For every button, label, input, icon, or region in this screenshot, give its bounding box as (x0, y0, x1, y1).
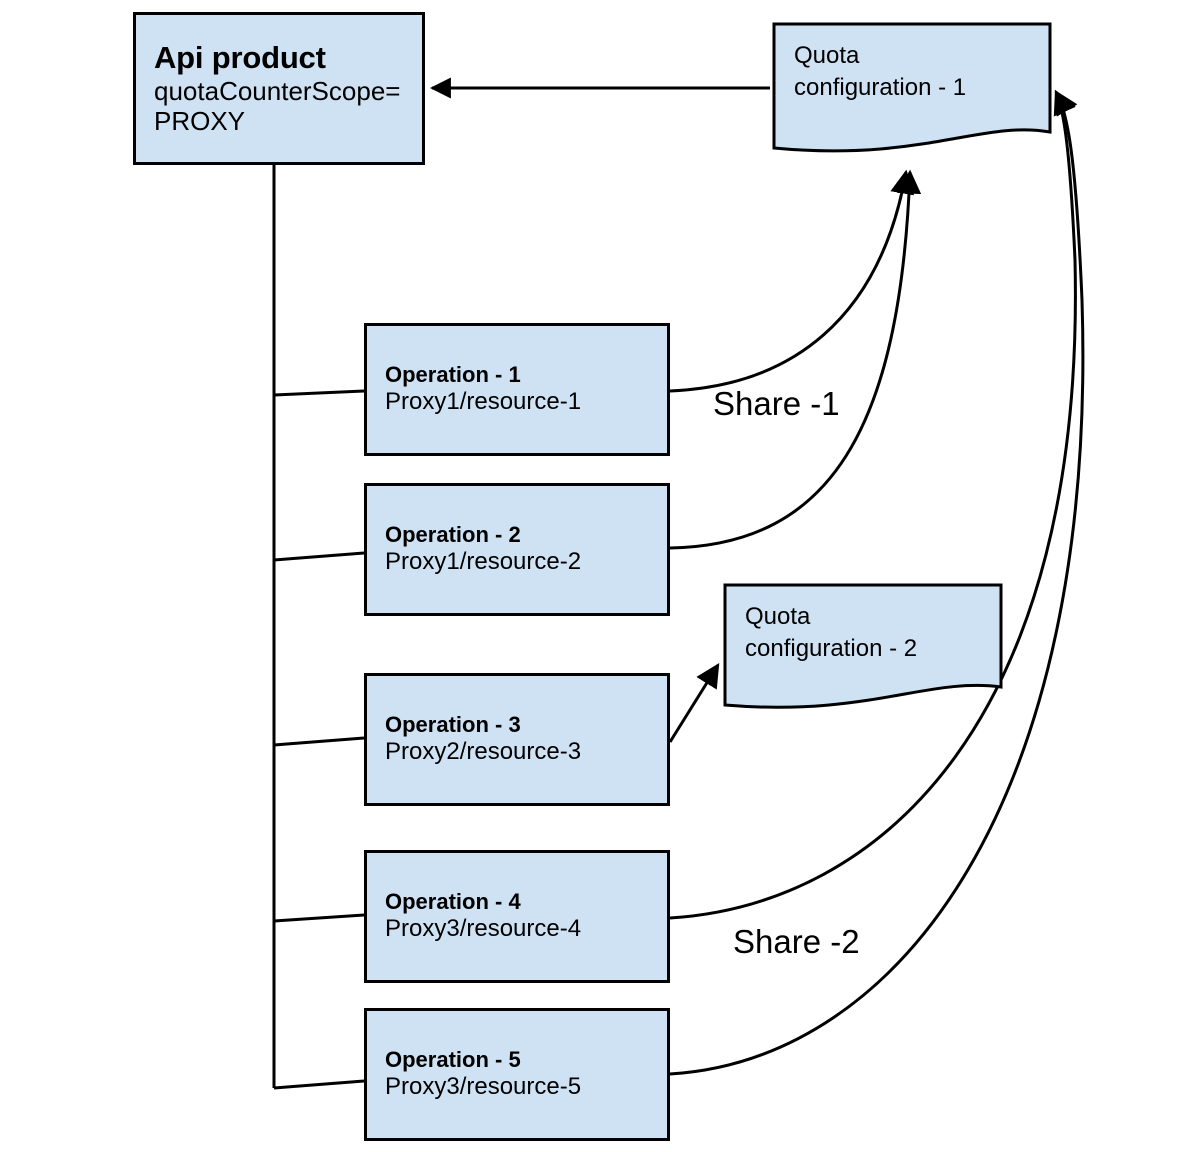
operation-4-title: Operation - 4 (385, 888, 521, 914)
operation-4-path: Proxy3/resource-4 (385, 915, 582, 943)
edge-operation-3-to-quota2 (668, 662, 720, 743)
edge-operation-5-to-quota1 (669, 89, 1085, 1076)
edge-label-share-2: Share -2 (733, 923, 860, 960)
branch-operation-1 (273, 389, 365, 397)
document-shape-icon (723, 583, 1003, 709)
node-quota-configuration-1[interactable]: Quota configuration - 1 (772, 22, 1052, 156)
operation-5-path: Proxy3/resource-5 (385, 1073, 582, 1101)
edge-label-share-1: Share -1 (713, 385, 840, 422)
api-product-scope-line-2: PROXY (154, 105, 246, 136)
quota-config-2-line-1: Quota (745, 603, 811, 630)
branch-operation-5 (273, 1079, 365, 1090)
operation-5-title: Operation - 5 (385, 1046, 521, 1072)
node-operation-1[interactable]: Operation - 1 Proxy1/resource-1 (364, 323, 670, 456)
edge-operation-2-to-quota1 (669, 169, 922, 550)
node-operation-5[interactable]: Operation - 5 Proxy3/resource-5 (364, 1008, 670, 1141)
edge-operation-4-to-quota1 (669, 89, 1077, 920)
node-operation-3[interactable]: Operation - 3 Proxy2/resource-3 (364, 673, 670, 806)
edge-operation-1-to-quota1 (669, 169, 915, 393)
branch-operation-4 (273, 913, 365, 923)
node-quota-configuration-2[interactable]: Quota configuration - 2 (723, 583, 1003, 713)
operation-3-title: Operation - 3 (385, 711, 521, 737)
node-api-product[interactable]: Api product quotaCounterScope= PROXY (133, 12, 425, 165)
operation-2-path: Proxy1/resource-2 (385, 548, 582, 576)
document-shape-icon (772, 22, 1052, 153)
api-product-scope-line-1: quotaCounterScope= (154, 75, 401, 106)
operation-3-path: Proxy2/resource-3 (385, 738, 582, 766)
branch-operation-2 (273, 551, 365, 562)
node-operation-4[interactable]: Operation - 4 Proxy3/resource-4 (364, 850, 670, 983)
node-operation-2[interactable]: Operation - 2 Proxy1/resource-2 (364, 483, 670, 616)
api-product-title: Api product (154, 39, 326, 75)
operation-1-title: Operation - 1 (385, 361, 521, 387)
operation-1-path: Proxy1/resource-1 (385, 388, 582, 416)
quota-config-1-line-1: Quota (794, 42, 860, 69)
quota-config-2-line-2: configuration - 2 (745, 635, 918, 663)
quota-config-1-line-2: configuration - 1 (794, 74, 967, 102)
branch-operation-3 (273, 736, 365, 747)
operation-2-title: Operation - 2 (385, 521, 521, 547)
